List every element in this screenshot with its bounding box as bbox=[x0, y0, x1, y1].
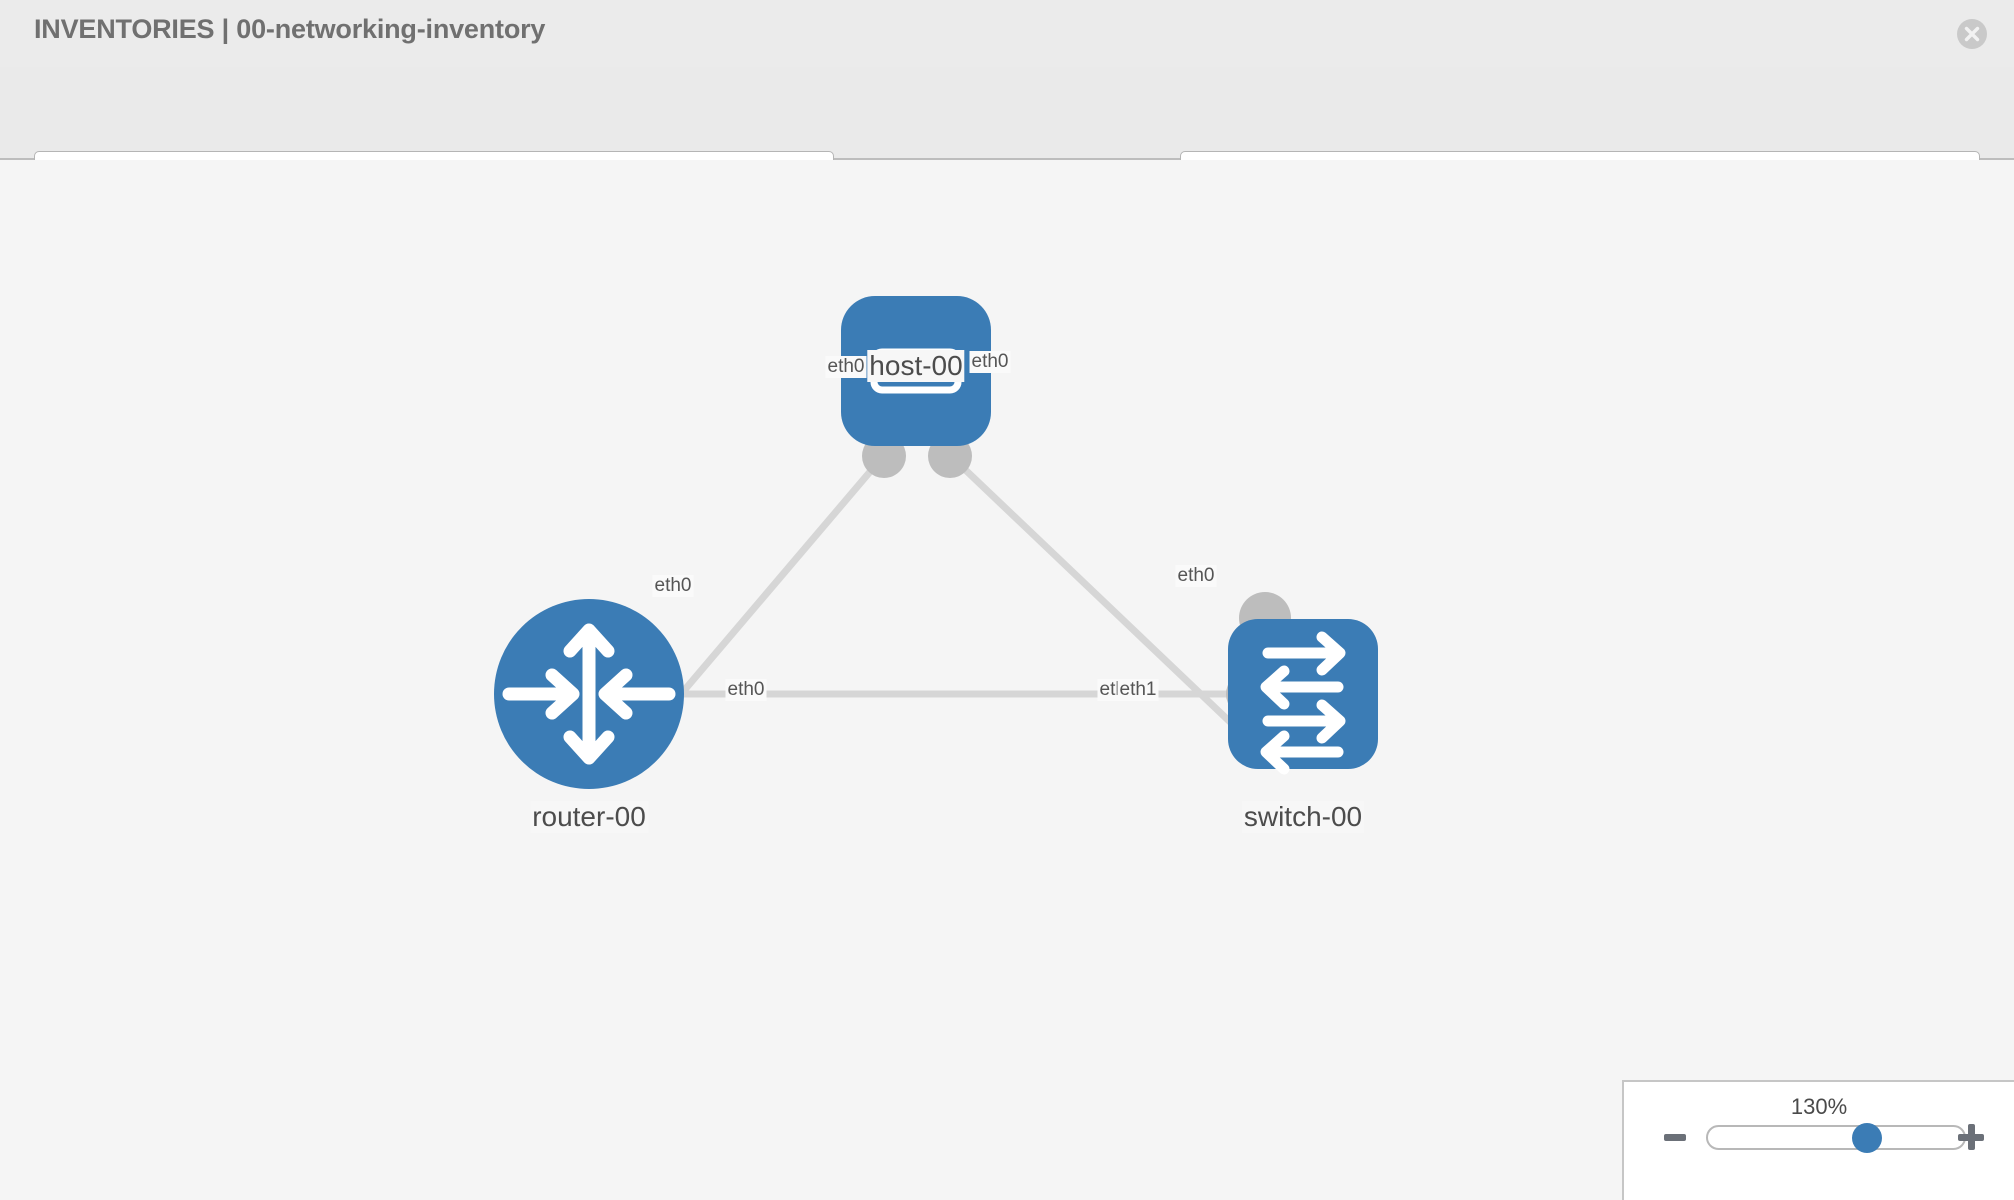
topology-graph bbox=[494, 296, 1378, 789]
zoom-out-button[interactable] bbox=[1664, 1134, 1686, 1141]
zoom-in-button[interactable] bbox=[1958, 1124, 1984, 1150]
page-header: INVENTORIES | 00-networking-inventory bbox=[0, 0, 2014, 67]
toolbar: ACTIONS SEARCH bbox=[0, 67, 2014, 206]
link-host-switch bbox=[952, 457, 1273, 763]
iface-label: eth0 bbox=[725, 679, 767, 701]
link-group bbox=[622, 457, 1273, 763]
node-label-switch-00: switch-00 bbox=[1241, 801, 1365, 833]
zoom-slider[interactable] bbox=[1706, 1122, 1966, 1153]
zoom-level-value: 130% bbox=[1790, 1094, 1848, 1119]
node-router-00 bbox=[494, 599, 684, 789]
topology-canvas[interactable]: host-00 router-00 switch-00 eth0 eth0 et… bbox=[0, 160, 2014, 1200]
iface-label: eth0 bbox=[1175, 565, 1217, 587]
close-icon[interactable] bbox=[1957, 19, 1987, 49]
iface-label: eth0 bbox=[652, 575, 694, 597]
node-label-router-00: router-00 bbox=[530, 801, 648, 833]
zoom-slider-thumb[interactable] bbox=[1851, 1122, 1882, 1153]
node-switch-00 bbox=[1228, 619, 1378, 775]
iface-label: eth1 bbox=[1117, 679, 1159, 701]
zoom-control-panel: 130% bbox=[1622, 1080, 2014, 1200]
iface-label: eth0 bbox=[825, 356, 867, 378]
page-title: INVENTORIES | 00-networking-inventory bbox=[34, 14, 546, 44]
node-label-host-00: host-00 bbox=[867, 350, 965, 382]
iface-label: eth0 bbox=[969, 351, 1011, 373]
